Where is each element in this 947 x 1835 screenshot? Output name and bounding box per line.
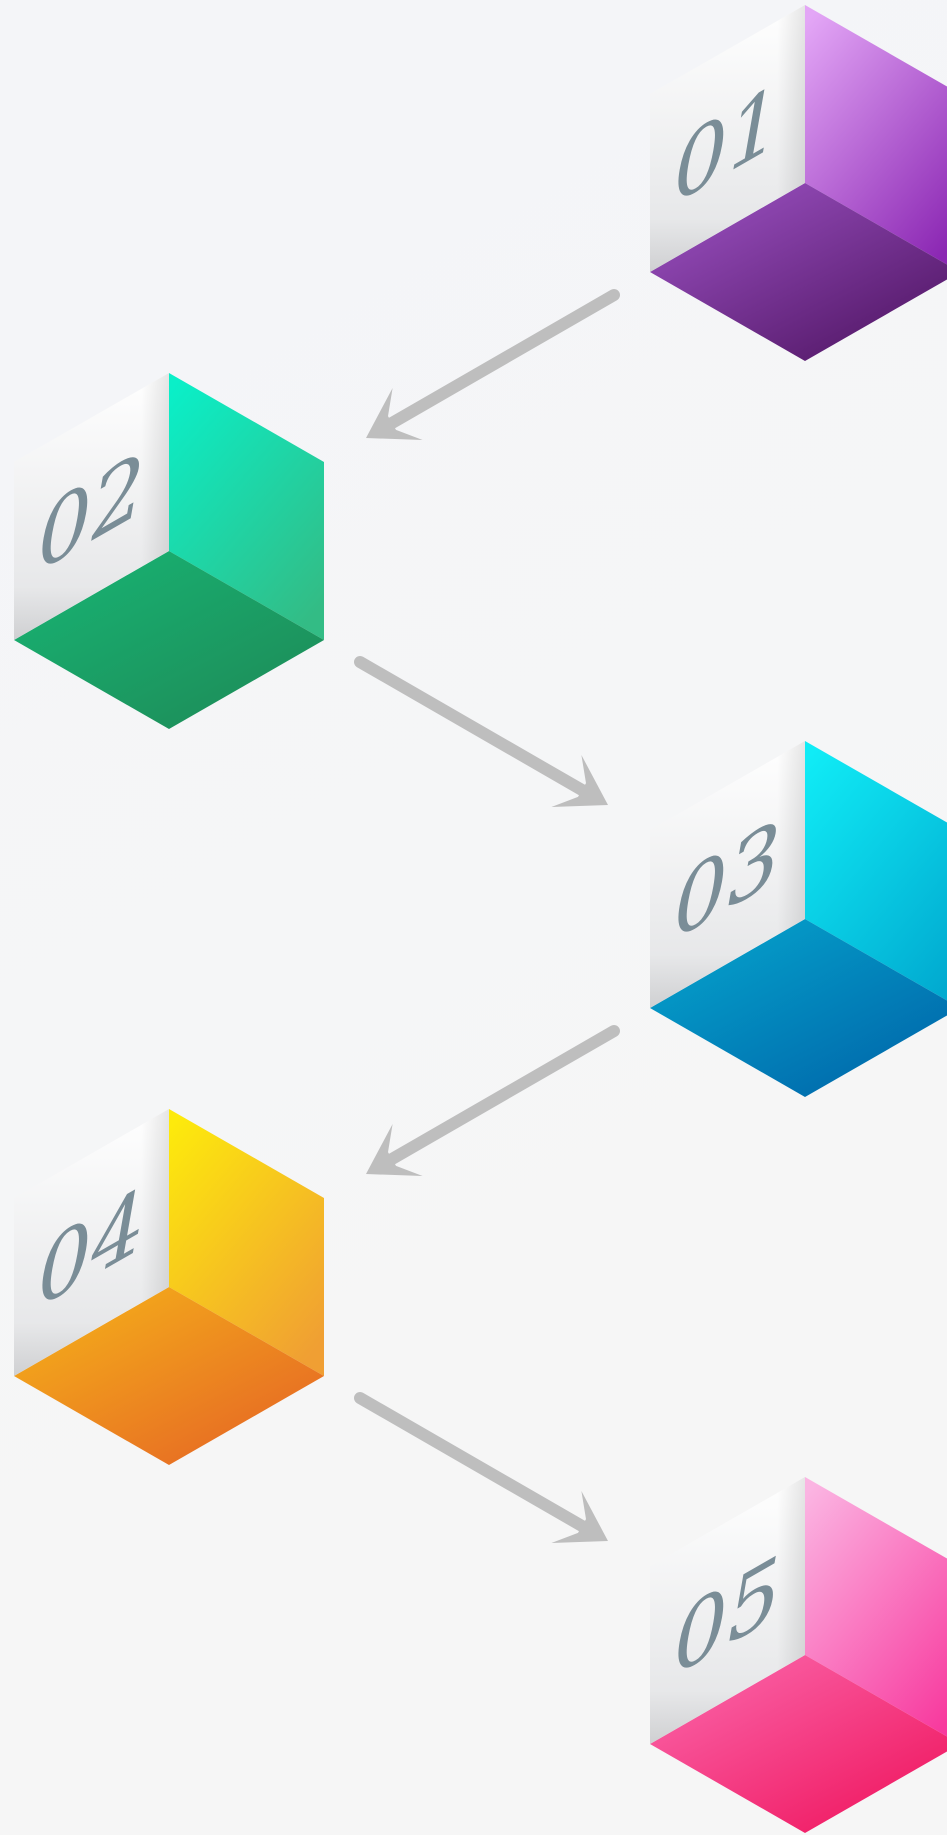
arrow-head [551,755,608,807]
step-cube-04: 04 [14,1109,324,1465]
flow-arrow-2 [354,656,608,807]
arrow-head [551,1491,608,1543]
flow-arrow-3 [366,1025,620,1176]
cube-bottom-face [650,183,947,361]
step-cube-03: 03 [650,741,947,1097]
cube-right-face [805,741,947,1001]
step-cube-02: 02 [14,373,324,729]
flow-arrow-1 [366,289,620,440]
cube-bottom-face [650,1655,947,1833]
step-cube-05: 05 [650,1477,947,1833]
step-cube-01: 01 [650,5,947,361]
cube-right-face [805,5,947,265]
arrow-head [366,388,423,440]
cube-right-face [805,1477,947,1737]
cube-bottom-face [650,919,947,1097]
arrow-head [366,1124,423,1176]
flow-arrow-4 [354,1392,608,1543]
